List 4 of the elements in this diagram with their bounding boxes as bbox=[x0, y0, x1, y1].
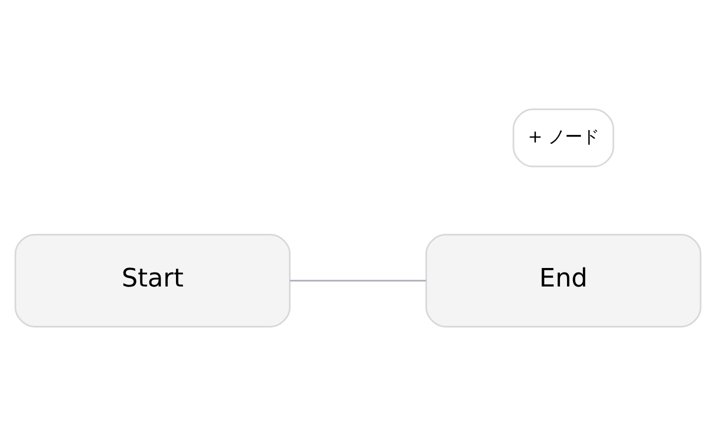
node-box: End bbox=[425, 234, 702, 328]
node-box: Start bbox=[14, 234, 291, 328]
label: + ノード bbox=[528, 127, 599, 148]
connector bbox=[290, 280, 426, 282]
